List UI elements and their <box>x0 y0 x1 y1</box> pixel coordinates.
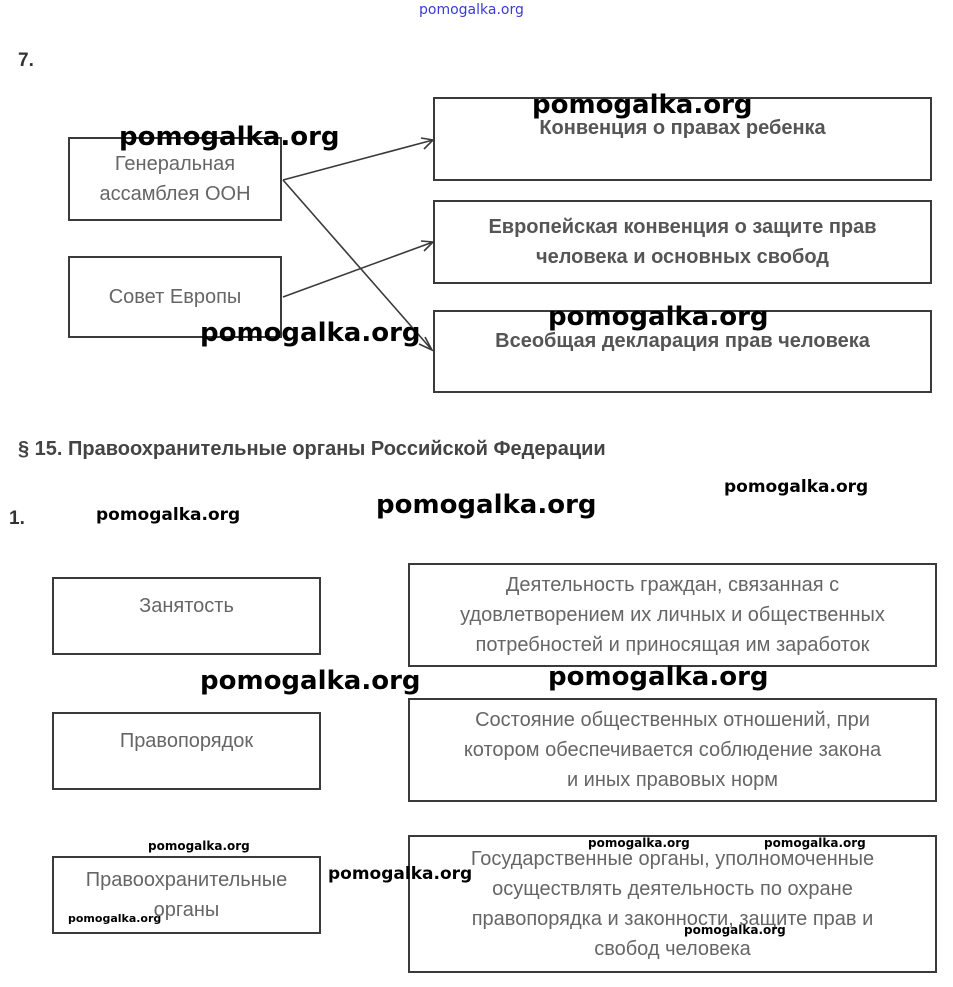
section-heading: § 15. Правоохранительные органы Российск… <box>18 438 606 460</box>
watermark: pomogalka.org <box>764 836 866 850</box>
arrow-un-to-declaration <box>282 179 433 351</box>
watermark: pomogalka.org <box>548 302 769 332</box>
box-label: Совет Европы <box>108 286 242 308</box>
definition-text: Состояние общественных отношений, при ко… <box>463 709 882 791</box>
watermark: pomogalka.org <box>532 90 753 120</box>
term-label: Правопорядок <box>119 730 254 752</box>
watermark: pomogalka.org <box>684 923 786 937</box>
box-universal-declaration: Всеобщая декларация прав человека <box>433 310 932 393</box>
watermark: pomogalka.org <box>200 666 421 696</box>
definition-text: Деятельность граждан, связанная с удовле… <box>460 574 885 656</box>
watermark-top: pomogalka.org <box>419 2 524 18</box>
watermark: pomogalka.org <box>200 318 421 348</box>
term-label: Занятость <box>139 595 234 617</box>
term-law-order: Правопорядок <box>52 712 321 790</box>
box-label: Генеральная ассамблея ООН <box>99 153 251 205</box>
task-number-7: 7. <box>18 50 34 71</box>
watermark: pomogalka.org <box>148 839 250 853</box>
box-label: Европейская конвенция о защите прав чело… <box>488 216 877 268</box>
arrowhead <box>418 336 434 352</box>
watermark: pomogalka.org <box>724 477 869 497</box>
definition-law-order: Состояние общественных отношений, при ко… <box>408 698 937 802</box>
watermark: pomogalka.org <box>96 505 241 525</box>
task-number-1: 1. <box>9 508 25 529</box>
definition-text: Государственные органы, уполномоченные о… <box>470 848 875 960</box>
term-employment: Занятость <box>52 577 321 655</box>
box-un-general-assembly: Генеральная ассамблея ООН <box>68 137 282 221</box>
watermark: pomogalka.org <box>119 122 340 152</box>
arrowhead <box>420 240 435 252</box>
watermark: pomogalka.org <box>376 490 597 520</box>
watermark: pomogalka.org <box>588 836 690 850</box>
watermark: pomogalka.org <box>548 662 769 692</box>
box-council-of-europe: Совет Европы <box>68 256 282 338</box>
watermark: pomogalka.org <box>68 912 162 925</box>
arrowhead <box>420 137 435 150</box>
arrow-un-to-child-convention <box>282 139 434 181</box>
arrow-europe-to-european-convention <box>282 241 434 298</box>
box-label: Конвенция о правах ребенка <box>539 117 826 139</box>
box-label: Всеобщая декларация прав человека <box>495 330 870 352</box>
definition-law-enforcement: Государственные органы, уполномоченные о… <box>408 835 937 973</box>
term-law-enforcement: Правоохранительные органы <box>52 856 321 934</box>
term-label: Правоохранительные органы <box>85 869 288 921</box>
definition-employment: Деятельность граждан, связанная с удовле… <box>408 563 937 667</box>
box-european-convention: Европейская конвенция о защите прав чело… <box>433 200 932 284</box>
box-child-rights-convention: Конвенция о правах ребенка <box>433 97 932 181</box>
watermark: pomogalka.org <box>328 864 473 884</box>
